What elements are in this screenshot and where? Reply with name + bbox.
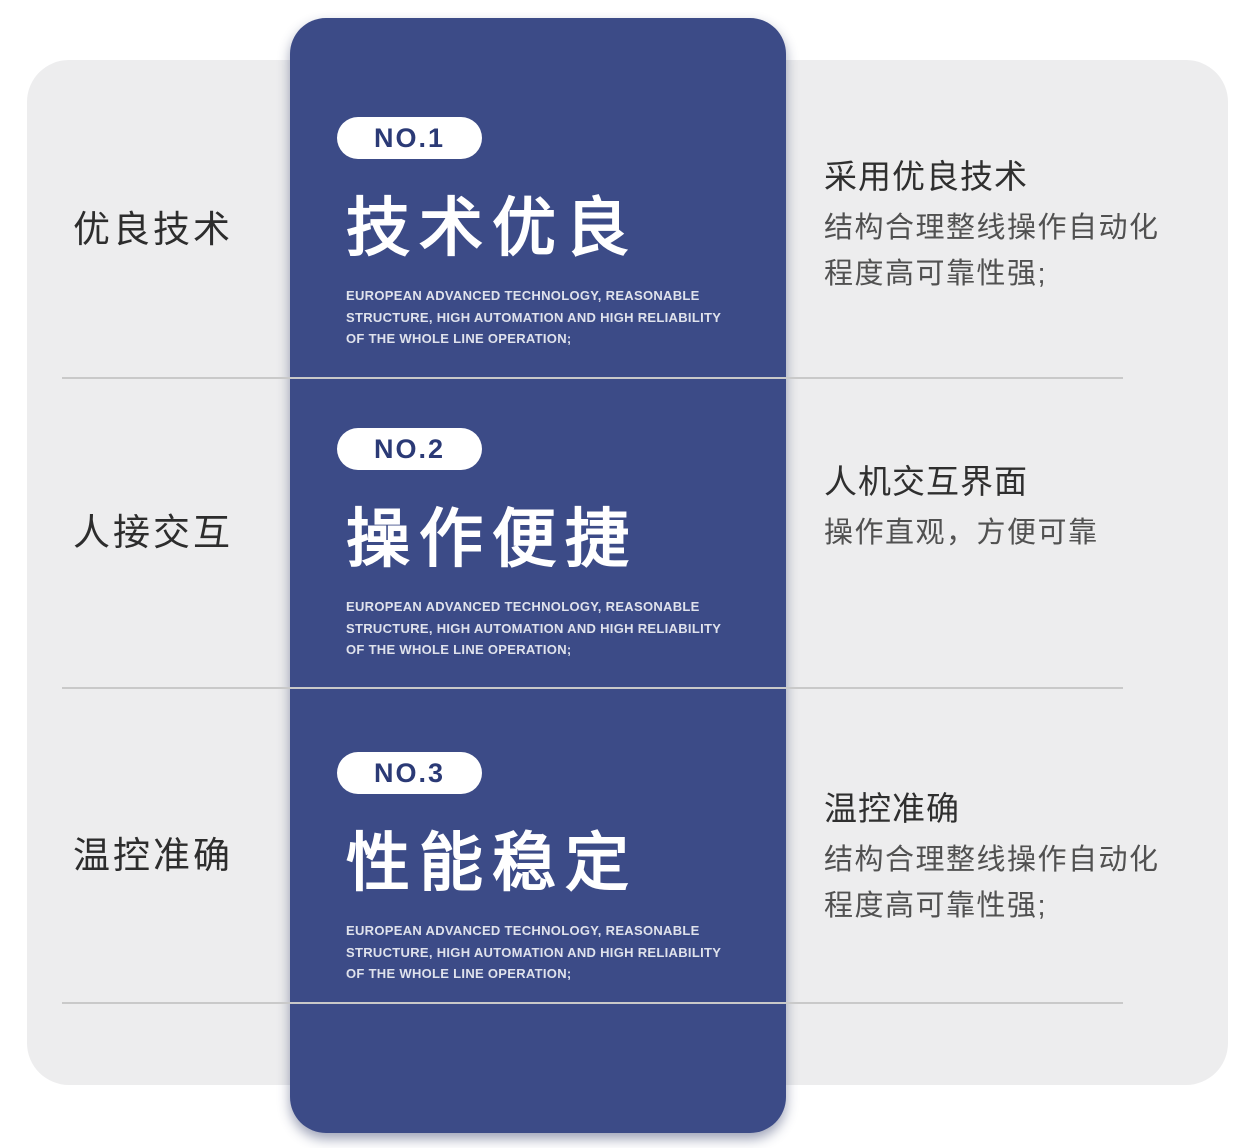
left-label-2: 人接交互 (73, 512, 233, 553)
right-heading-2: 人机交互界面 (824, 463, 1028, 500)
feature-subtitle-en-1: EUROPEAN ADVANCED TECHNOLOGY, REASONABLE… (346, 288, 722, 346)
section-divider-3 (62, 1002, 1123, 1004)
right-body-3: 结构合理整线操作自动化 程度高可靠性强; (824, 844, 1160, 922)
feature-section-2: NO.2 操作便捷 EUROPEAN ADVANCED TECHNOLOGY, … (290, 428, 786, 661)
rank-badge-2: NO.2 (337, 428, 483, 470)
left-label-1: 优良技术 (73, 209, 233, 250)
section-divider-2 (62, 687, 1123, 689)
left-label-3: 温控准确 (73, 835, 233, 876)
feature-subtitle-en-2: EUROPEAN ADVANCED TECHNOLOGY, REASONABLE… (346, 599, 722, 657)
right-text-block-3: 温控准确 结构合理整线操作自动化 程度高可靠性强; (824, 787, 1194, 929)
feature-title-3: 性能稳定 (346, 827, 638, 899)
right-heading-1: 采用优良技术 (824, 158, 1028, 195)
feature-title-1: 技术优良 (346, 192, 638, 264)
feature-panel: NO.1 技术优良 EUROPEAN ADVANCED TECHNOLOGY, … (290, 18, 786, 1133)
feature-section-3: NO.3 性能稳定 EUROPEAN ADVANCED TECHNOLOGY, … (290, 752, 786, 985)
feature-title-2: 操作便捷 (346, 503, 638, 575)
right-body-1: 结构合理整线操作自动化 程度高可靠性强; (824, 212, 1160, 290)
right-text-block-2: 人机交互界面 操作直观，方便可靠 (824, 460, 1194, 556)
feature-section-1: NO.1 技术优良 EUROPEAN ADVANCED TECHNOLOGY, … (290, 117, 786, 350)
right-heading-3: 温控准确 (824, 790, 960, 827)
right-text-block-1: 采用优良技术 结构合理整线操作自动化 程度高可靠性强; (824, 155, 1194, 297)
right-body-2: 操作直观，方便可靠 (824, 517, 1099, 549)
rank-badge-1: NO.1 (337, 117, 483, 159)
section-divider-1 (62, 377, 1123, 379)
feature-subtitle-en-3: EUROPEAN ADVANCED TECHNOLOGY, REASONABLE… (346, 923, 722, 981)
rank-badge-3: NO.3 (337, 752, 483, 794)
